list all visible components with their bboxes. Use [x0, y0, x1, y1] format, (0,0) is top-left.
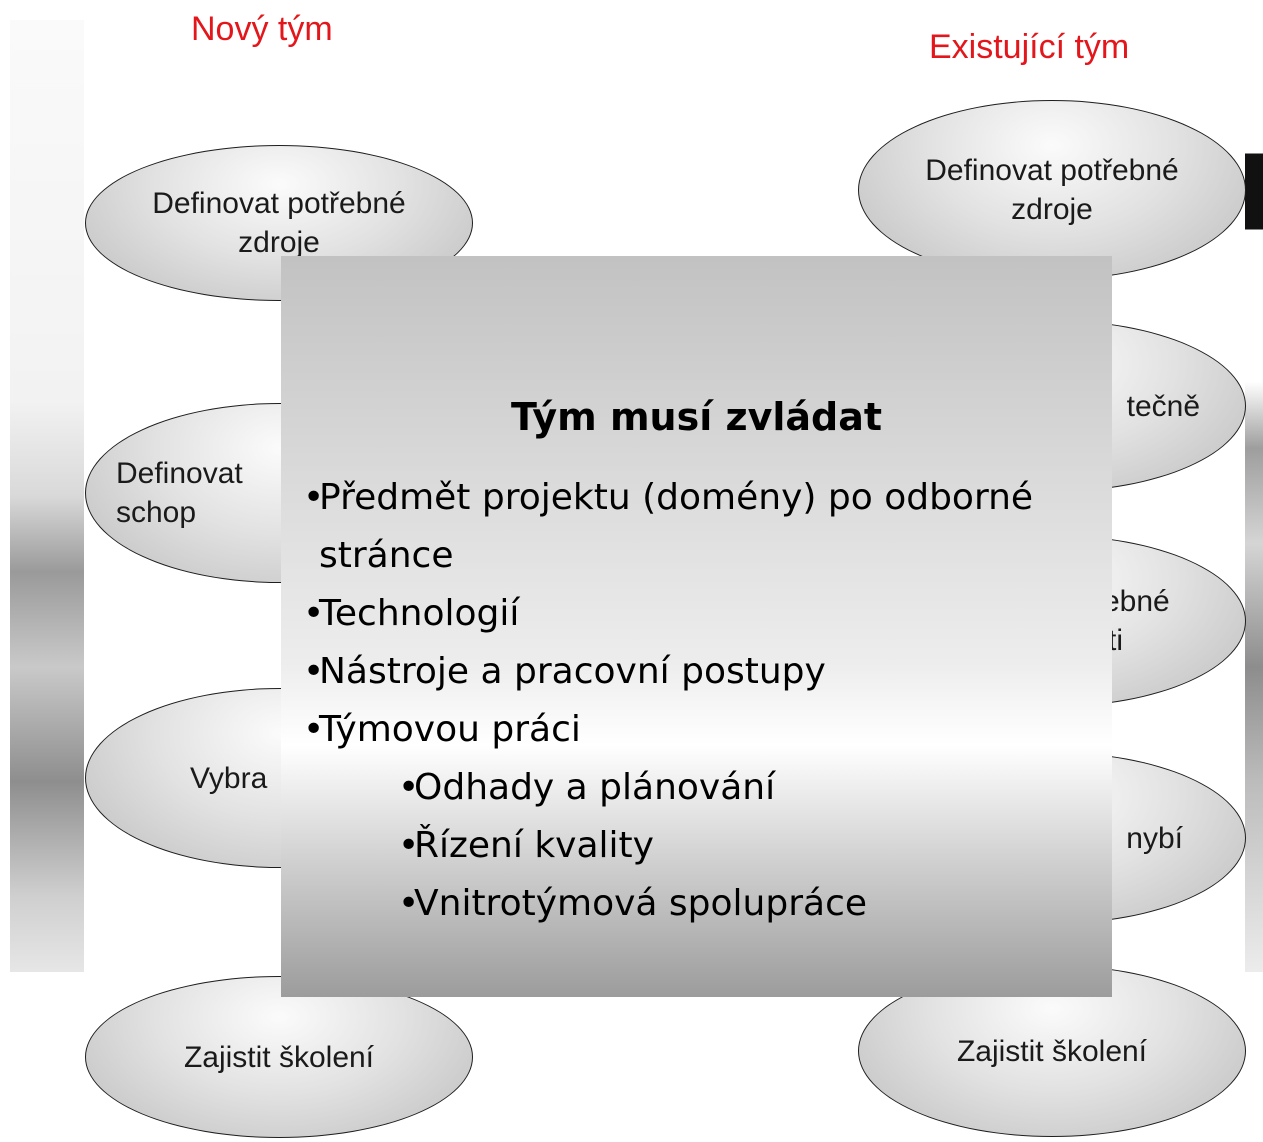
bullet-item: Nástroje a pracovní postupy [303, 643, 1092, 701]
right-step-1: Definovat potřebné zdroje [858, 100, 1246, 280]
right-background-strip [1245, 20, 1263, 972]
left-step-5-label: Zajistit školení [183, 1040, 375, 1074]
sub-bullet-item: Vnitrotýmová spolupráce [398, 875, 1092, 933]
overlay-bullet-list: Předmět projektu (domény) po odborné str… [303, 469, 1092, 933]
left-column-title: Nový tým [191, 10, 333, 48]
left-step-5: Zajistit školení [85, 976, 473, 1138]
left-step-2-label: Definovat schop [116, 457, 243, 529]
left-step-3-label: Vybra [190, 761, 268, 795]
right-step-1-label: Definovat potřebné zdroje [925, 154, 1179, 226]
bullet-item: Předmět projektu (domény) po odborné str… [303, 469, 1092, 585]
overlay-box: Tým musí zvládat Předmět projektu (domén… [281, 256, 1112, 997]
left-step-1: Definovat potřebné zdroje [85, 145, 473, 301]
sub-bullet-item: Řízení kvality [398, 817, 1092, 875]
bullet-item: Týmovou práci [303, 701, 1092, 759]
bullet-item: Technologií [303, 585, 1092, 643]
right-step-2-label: tečně [1126, 389, 1200, 423]
left-background-strip [10, 20, 84, 972]
sub-bullet-item: Odhady a plánování [398, 759, 1092, 817]
right-step-5-label: Zajistit školení [956, 1034, 1148, 1068]
right-step-4-label: nybí [1126, 821, 1183, 855]
right-column-title: Existující tým [929, 28, 1130, 66]
left-step-1-label: Definovat potřebné zdroje [152, 187, 406, 259]
overlay-title: Tým musí zvládat [510, 395, 883, 439]
